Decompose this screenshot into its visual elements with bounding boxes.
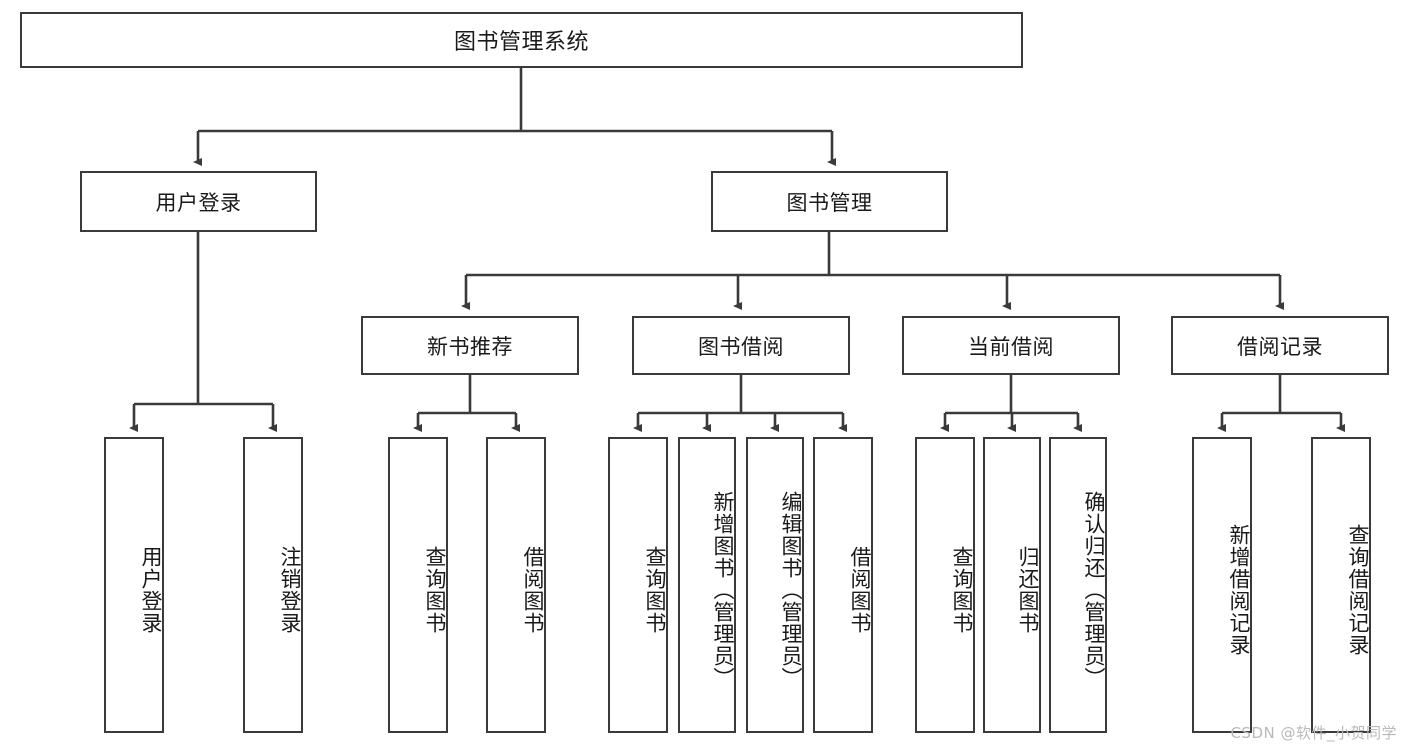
node-root-system[interactable]: 图书管理系统 [20, 12, 1023, 68]
leaf-node[interactable]: 用户登录 [104, 437, 164, 733]
leaf-label: 归还图书 [1016, 546, 1040, 634]
leaf-label: 借阅图书 [521, 546, 545, 634]
node-current-borrow[interactable]: 当前借阅 [902, 316, 1120, 375]
leaf-label: 借阅图书 [848, 546, 872, 634]
node-new-book-recommend[interactable]: 新书推荐 [361, 316, 579, 375]
leaf-node[interactable]: 查询借阅记录 [1311, 437, 1371, 733]
leaf-node[interactable]: 编辑图书（管理员） [746, 437, 804, 733]
leaf-node[interactable]: 查询图书 [388, 437, 448, 733]
leaf-node[interactable]: 确认归还（管理员） [1049, 437, 1107, 733]
leaf-label: 注销登录 [278, 546, 302, 634]
leaf-label: 编辑图书（管理员） [779, 491, 803, 689]
leaf-node[interactable]: 新增借阅记录 [1192, 437, 1252, 733]
leaf-node[interactable]: 新增图书（管理员） [678, 437, 736, 733]
leaf-label: 查询图书 [950, 546, 974, 634]
leaf-label: 用户登录 [139, 546, 163, 634]
node-borrow-record[interactable]: 借阅记录 [1171, 316, 1389, 375]
node-book-borrow[interactable]: 图书借阅 [632, 316, 850, 375]
leaf-label: 新增借阅记录 [1227, 524, 1251, 656]
watermark-text: CSDN @软件_小贺同学 [1230, 724, 1397, 742]
node-book-management[interactable]: 图书管理 [711, 171, 948, 232]
leaf-node[interactable]: 查询图书 [915, 437, 975, 733]
leaf-node[interactable]: 注销登录 [243, 437, 303, 733]
leaf-node[interactable]: 归还图书 [983, 437, 1041, 733]
node-user-login[interactable]: 用户登录 [80, 171, 317, 232]
leaf-node[interactable]: 借阅图书 [486, 437, 546, 733]
leaf-label: 查询图书 [423, 546, 447, 634]
leaf-label: 新增图书（管理员） [711, 491, 735, 689]
leaf-label: 查询借阅记录 [1346, 524, 1370, 656]
leaf-node[interactable]: 查询图书 [608, 437, 668, 733]
leaf-label: 查询图书 [643, 546, 667, 634]
leaf-label: 确认归还（管理员） [1082, 491, 1106, 689]
leaf-node[interactable]: 借阅图书 [813, 437, 873, 733]
